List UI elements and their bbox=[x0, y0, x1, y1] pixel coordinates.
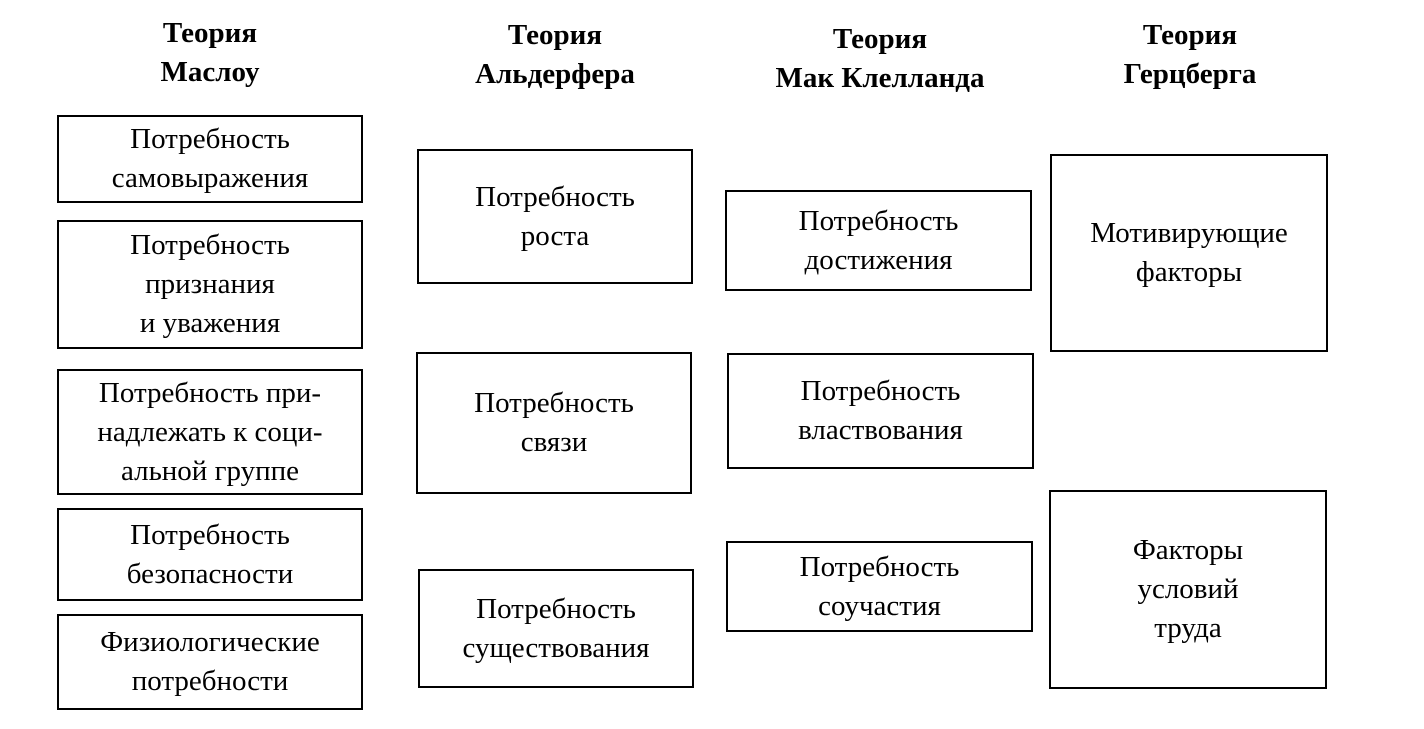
header-line: Теория bbox=[832, 23, 928, 55]
box-line: Физиологические bbox=[100, 626, 320, 658]
header-line: Альдерфера bbox=[475, 58, 635, 90]
box-line: потребности bbox=[131, 665, 289, 697]
header-line: Теория bbox=[507, 19, 603, 51]
alderfer-header: Теория Альдерфера bbox=[405, 16, 705, 94]
herzberg-header: Теория Герцберга bbox=[1040, 16, 1340, 94]
header-line: Маслоу bbox=[160, 56, 260, 88]
box-line: факторы bbox=[1135, 256, 1243, 288]
box-line: Потребность bbox=[799, 550, 960, 583]
maslow-belonging-box: Потребность при- надлежать к соци- ально… bbox=[57, 369, 363, 495]
box-line: Факторы bbox=[1132, 534, 1244, 566]
box-line: Потребность при- bbox=[98, 376, 322, 409]
alderfer-growth-box: Потребность роста bbox=[417, 149, 693, 284]
box-line: надлежать к соци- bbox=[97, 415, 323, 448]
header-line: Герцберга bbox=[1123, 58, 1257, 90]
box-line: признания bbox=[145, 268, 275, 300]
header-line: Теория bbox=[1142, 19, 1238, 51]
maslow-physiological-box: Физиологические потребности bbox=[57, 614, 363, 710]
mcclelland-header: Теория Мак Клелланда bbox=[720, 20, 1040, 98]
maslow-esteem-box: Потребность признания и уважения bbox=[57, 220, 363, 349]
mcclelland-power-box: Потребность властвования bbox=[727, 353, 1034, 469]
box-line: связи bbox=[520, 426, 588, 458]
maslow-header: Теория Маслоу bbox=[60, 14, 360, 92]
box-line: безопасности bbox=[126, 557, 294, 590]
box-line: условий bbox=[1137, 573, 1239, 605]
herzberg-motivators-box: Мотивирующие факторы bbox=[1050, 154, 1328, 352]
box-line: Потребность bbox=[130, 229, 290, 261]
box-line: Потребность bbox=[800, 375, 961, 407]
box-line: Потребность bbox=[474, 387, 634, 419]
box-line: существования bbox=[462, 631, 650, 664]
box-line: Потребность bbox=[798, 204, 959, 237]
box-line: Потребность bbox=[475, 180, 635, 213]
maslow-safety-box: Потребность безопасности bbox=[57, 508, 363, 601]
header-line: Мак Клелланда bbox=[775, 62, 985, 94]
herzberg-hygiene-box: Факторы условий труда bbox=[1049, 490, 1327, 689]
box-line: Потребность bbox=[130, 123, 290, 155]
alderfer-existence-box: Потребность существования bbox=[418, 569, 694, 688]
box-line: Потребность bbox=[130, 518, 290, 551]
mcclelland-affiliation-box: Потребность соучастия bbox=[726, 541, 1033, 632]
box-line: и уважения bbox=[139, 307, 281, 339]
box-line: роста bbox=[520, 219, 590, 252]
box-line: Потребность bbox=[476, 592, 636, 625]
box-line: соучастия bbox=[818, 589, 941, 622]
header-line: Теория bbox=[162, 17, 258, 49]
box-line: труда bbox=[1154, 612, 1222, 644]
box-line: самовыражения bbox=[111, 162, 309, 194]
box-line: Мотивирующие bbox=[1090, 217, 1288, 249]
box-line: достижения bbox=[804, 243, 953, 276]
maslow-self-expression-box: Потребность самовыражения bbox=[57, 115, 363, 203]
box-line: альной группе bbox=[120, 454, 300, 487]
box-line: властвования bbox=[798, 414, 963, 446]
mcclelland-achievement-box: Потребность достижения bbox=[725, 190, 1032, 291]
alderfer-relatedness-box: Потребность связи bbox=[416, 352, 692, 494]
